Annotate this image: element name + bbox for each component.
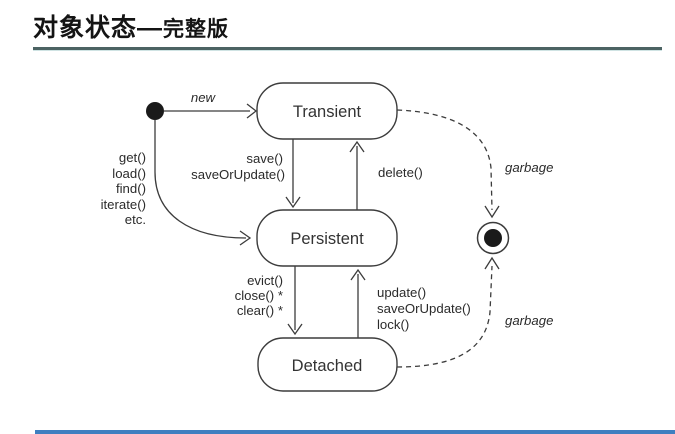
label-evict-2: clear() * <box>237 303 283 318</box>
label-retrieve-4: etc. <box>125 212 146 227</box>
label-save-1: saveOrUpdate() <box>191 167 285 182</box>
state-transient-label: Transient <box>293 103 362 121</box>
label-retrieve-2: find() <box>116 181 146 196</box>
state-persistent-box <box>256 209 398 267</box>
label-reattach-1: saveOrUpdate() <box>377 301 471 316</box>
bottom-accent-bar <box>35 430 675 434</box>
label-evict-0: evict() <box>247 273 283 288</box>
label-reattach-0: update() <box>377 285 426 300</box>
title-underline <box>33 47 662 51</box>
initial-state-dot <box>146 102 164 120</box>
title-main: 对象状态— <box>33 14 164 42</box>
arrowhead-delete <box>349 140 365 153</box>
edge-garbage-detached <box>396 265 493 368</box>
edge-garbage-transient <box>396 109 493 211</box>
final-state-dot <box>484 229 502 247</box>
label-retrieve-0: get() <box>119 150 146 165</box>
label-reattach-2: lock() <box>377 317 409 332</box>
arrowhead-retrieve <box>239 230 252 246</box>
title-sub: 完整版 <box>163 18 230 41</box>
label-garbage-bottom: garbage <box>505 313 553 328</box>
label-delete: delete() <box>378 165 423 180</box>
arrowhead-new <box>246 103 258 119</box>
page-title: 对象状态—完整版 <box>33 8 229 44</box>
label-retrieve-3: iterate() <box>101 197 146 212</box>
state-detached-label: Detached <box>292 357 363 375</box>
arrowhead-evict <box>287 323 303 336</box>
label-evict-1: close() * <box>235 288 283 303</box>
arrowhead-save <box>285 196 301 209</box>
arrowhead-garbage-transient <box>484 205 500 219</box>
state-detached-box <box>257 337 398 392</box>
state-persistent-label: Persistent <box>290 230 364 248</box>
edge-retrieve <box>154 120 247 239</box>
label-new: new <box>191 90 217 105</box>
arrowhead-reattach <box>350 268 366 281</box>
label-save-0: save() <box>246 151 283 166</box>
label-retrieve-1: load() <box>112 166 146 181</box>
label-garbage-top: garbage <box>505 160 553 175</box>
arrowhead-garbage-detached <box>484 256 500 270</box>
